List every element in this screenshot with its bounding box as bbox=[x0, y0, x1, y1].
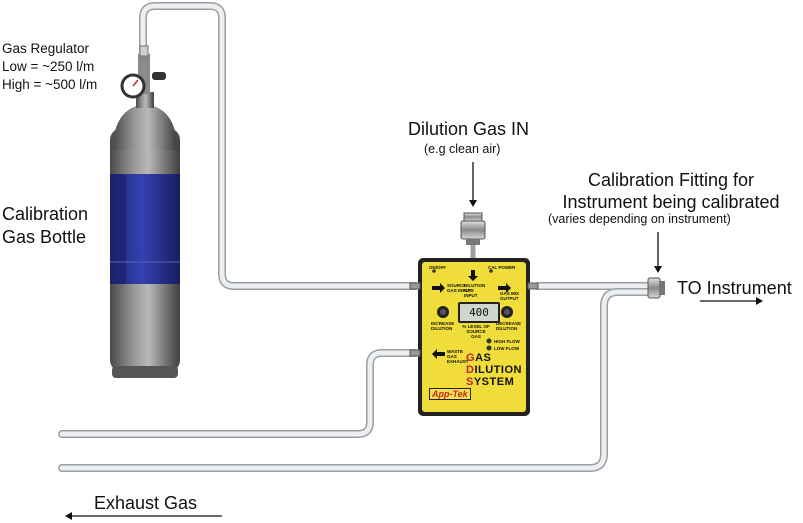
device-label-low-flow: LOW FLOW bbox=[494, 346, 519, 351]
device-label-cal-power: CAL POWER bbox=[488, 265, 516, 270]
exhaust-gas-label: Exhaust Gas bbox=[94, 493, 198, 513]
exhaust-arrow bbox=[65, 512, 222, 520]
calibration-fitting bbox=[647, 232, 665, 299]
calibration-fitting-line1: Calibration Fitting for bbox=[587, 170, 755, 190]
bottle-label: Calibration Gas Bottle bbox=[2, 203, 88, 249]
device-title-line3: SYSTEM bbox=[466, 376, 515, 388]
device-label-source-gas: SOURCE GAS INPUT bbox=[447, 283, 472, 293]
gas-regulator bbox=[120, 45, 166, 99]
brand-logo: App-Tek bbox=[429, 388, 471, 400]
regulator-label: Gas Regulator Low = ~250 l/m High = ~500… bbox=[2, 40, 97, 94]
dilution-gas-note: (e.g clean air) bbox=[424, 142, 501, 156]
device-label-decrease: DECREASE DILUTION bbox=[496, 321, 522, 331]
regulator-high: High = ~500 l/m bbox=[2, 77, 98, 92]
device-label-dilution-input: DILUTION GAS INPUT bbox=[464, 283, 486, 298]
regulator-title: Gas Regulator bbox=[2, 41, 90, 56]
tubing bbox=[58, 2, 656, 472]
calibration-fitting-line2: Instrument being calibrated bbox=[562, 192, 780, 212]
dilution-arrow bbox=[469, 162, 477, 207]
device-display: 400 bbox=[458, 302, 500, 323]
to-instrument-arrow bbox=[700, 297, 763, 305]
device-label-high-flow: HIGH FLOW bbox=[494, 339, 520, 344]
device-label-increase: INCREASE DILUTION bbox=[431, 321, 455, 331]
device-title-line2: DILUTION bbox=[466, 364, 522, 376]
gas-dilution-device bbox=[409, 258, 539, 416]
calibration-fitting-title: Calibration Fitting for Instrument being… bbox=[546, 169, 796, 213]
calibration-gas-bottle bbox=[110, 92, 180, 378]
bottle-label-line2: Gas Bottle bbox=[2, 227, 87, 247]
dilution-gas-title: Dilution Gas IN bbox=[408, 119, 530, 139]
device-label-onoff: ON/OFF bbox=[429, 265, 446, 270]
regulator-low: Low = ~250 l/m bbox=[2, 59, 95, 74]
device-title-line1: GAS bbox=[466, 352, 492, 364]
to-instrument-label: TO Instrument bbox=[677, 278, 792, 298]
bottle-label-line1: Calibration bbox=[2, 204, 89, 224]
dilution-inlet-fitting bbox=[460, 212, 486, 245]
device-title: GAS DILUTION SYSTEM bbox=[466, 352, 522, 388]
device-label-waste: WASTE GAS EXHAUST bbox=[447, 349, 469, 364]
device-label-gas-out: GAS MIX OUTPUT bbox=[500, 291, 520, 301]
source-gas-tube bbox=[139, 2, 419, 290]
device-label-percent: % LEVEL OF SOURCE GAS bbox=[462, 324, 490, 339]
calibration-fitting-note: (varies depending on instrument) bbox=[548, 212, 731, 226]
